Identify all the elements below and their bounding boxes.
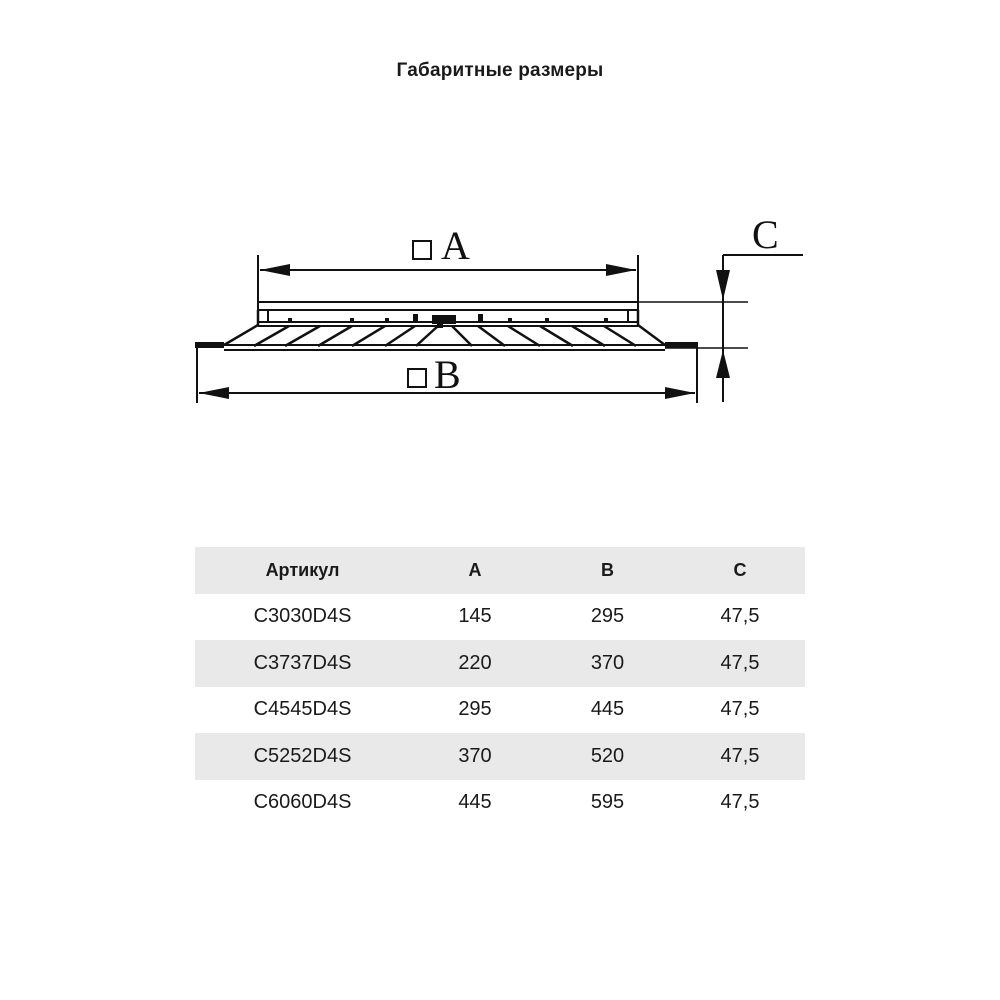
cell-article: C5252D4S — [253, 744, 352, 767]
table-row: C6060D4S 445 595 47,5 — [195, 780, 805, 827]
cell-a: 220 — [458, 651, 492, 674]
cell-a: 370 — [458, 744, 492, 767]
cell-a: 295 — [458, 698, 492, 721]
header-c: C — [733, 559, 747, 580]
cell-c: 47,5 — [720, 744, 760, 767]
cell-c: 47,5 — [720, 791, 760, 814]
cell-b: 520 — [590, 744, 625, 767]
cell-article: C6060D4S — [253, 791, 352, 814]
header-article: Артикул — [265, 559, 340, 580]
cell-b: 595 — [590, 791, 625, 814]
cell-a: 445 — [458, 791, 492, 814]
cell-c: 47,5 — [720, 698, 760, 721]
label-b: B — [434, 352, 461, 397]
cell-article: C4545D4S — [253, 698, 352, 721]
cell-b: 370 — [590, 651, 625, 674]
table-row: C3030D4S 145 295 47,5 — [195, 594, 805, 641]
label-a: A — [441, 223, 470, 268]
square-symbol-icon — [412, 240, 432, 260]
dimension-c: C — [638, 212, 803, 402]
cell-article: C3030D4S — [253, 605, 352, 628]
cell-b: 445 — [590, 698, 625, 721]
table-row: C4545D4S 295 445 47,5 — [195, 687, 805, 734]
table-row: C3737D4S 220 370 47,5 — [195, 640, 805, 687]
table-header-row: Артикул A B C — [195, 547, 805, 594]
cell-c: 47,5 — [720, 651, 760, 674]
cell-article: C3737D4S — [253, 651, 352, 674]
square-symbol-icon — [407, 368, 427, 388]
label-c: C — [752, 212, 779, 257]
dimension-a: A — [257, 223, 639, 305]
dimension-drawing: A B C — [195, 212, 803, 403]
dimension-b: B — [196, 345, 698, 403]
header-b: B — [601, 559, 614, 580]
cell-c: 47,5 — [720, 605, 760, 628]
cell-b: 295 — [590, 605, 625, 628]
page-title: Габаритные размеры — [396, 60, 604, 81]
cell-a: 145 — [458, 605, 492, 628]
header-a: A — [468, 559, 482, 580]
grille-section — [195, 301, 698, 351]
table-row: C5252D4S 370 520 47,5 — [195, 733, 805, 780]
dimensions-table: Артикул A B C C3030D4S 145 295 47,5 C373… — [195, 547, 805, 826]
